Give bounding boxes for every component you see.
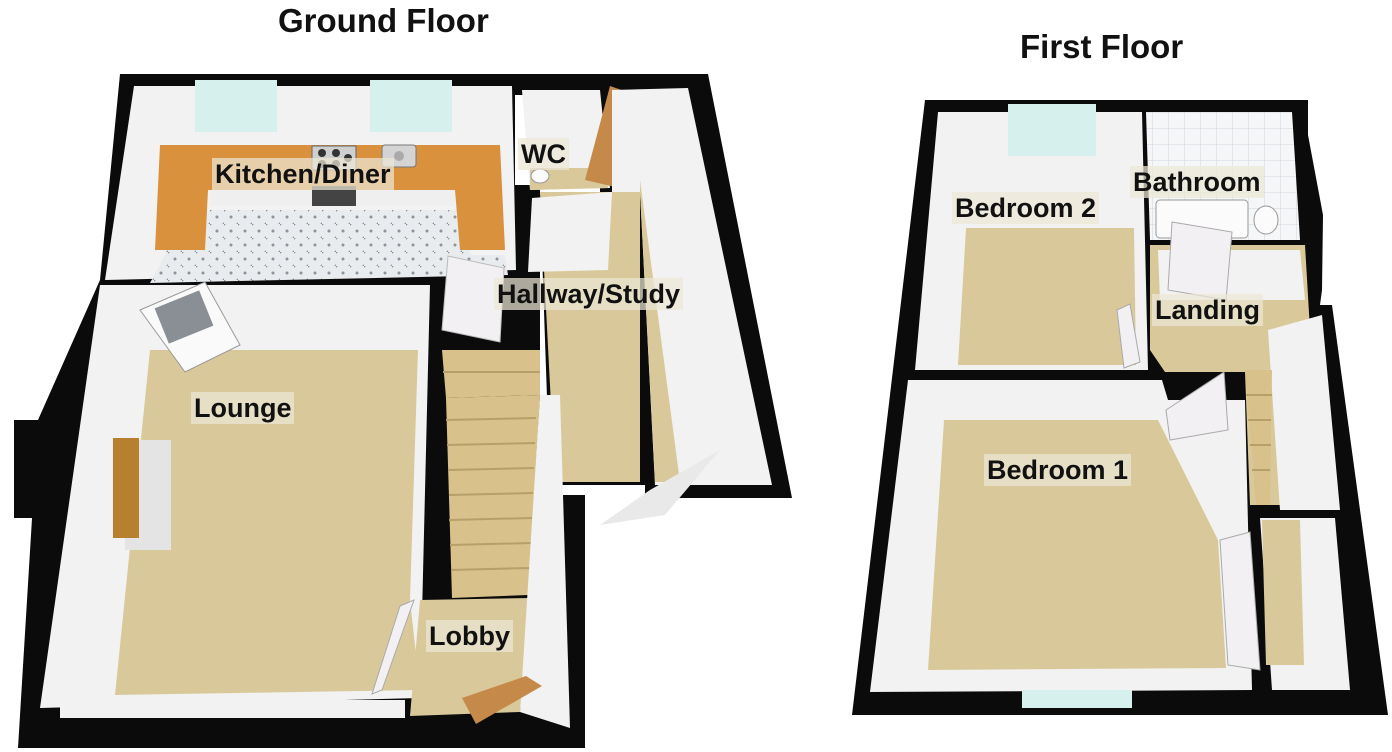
door-icon [1167, 221, 1233, 301]
room-label-wc: WC [518, 138, 569, 170]
ground-floor-title: Ground Floor [278, 2, 489, 39]
first-floor-plan [852, 100, 1388, 715]
wc-toilet-icon [530, 168, 550, 184]
window-icon [1008, 104, 1096, 156]
front-door-icon [462, 676, 542, 724]
room-label-hallway-study: Hallway/Study [494, 278, 684, 310]
room-label-bedroom-1: Bedroom 1 [984, 454, 1132, 486]
staircase-icon [1245, 370, 1272, 505]
door-icon [371, 599, 415, 695]
window-icon [195, 80, 277, 132]
basin-icon [1253, 205, 1279, 235]
hall-cupboard [528, 192, 612, 272]
ground-floor-plan [14, 74, 792, 748]
room-label-landing: Landing [1152, 294, 1263, 326]
door-icon [441, 255, 505, 343]
lounge-carpet [115, 350, 420, 695]
room-label-bedroom-2: Bedroom 2 [952, 192, 1100, 224]
fireplace-icon [113, 438, 171, 550]
window-icon [139, 281, 241, 373]
room-label-bathroom: Bathroom [1130, 166, 1264, 198]
room-label-lobby: Lobby [426, 620, 513, 652]
door-icon [600, 450, 720, 525]
room-label-kitchen-diner: Kitchen/Diner [212, 158, 394, 190]
first-floor-title: First Floor [1020, 28, 1184, 65]
door-icon [1116, 303, 1141, 369]
room-label-lounge: Lounge [191, 392, 295, 424]
door-icon [1165, 371, 1229, 441]
window-icon [1022, 690, 1132, 708]
wardrobe-door [1219, 531, 1261, 671]
staircase-icon [442, 350, 540, 598]
kitchen-floor-tiles [165, 210, 470, 258]
window-icon [370, 80, 452, 132]
